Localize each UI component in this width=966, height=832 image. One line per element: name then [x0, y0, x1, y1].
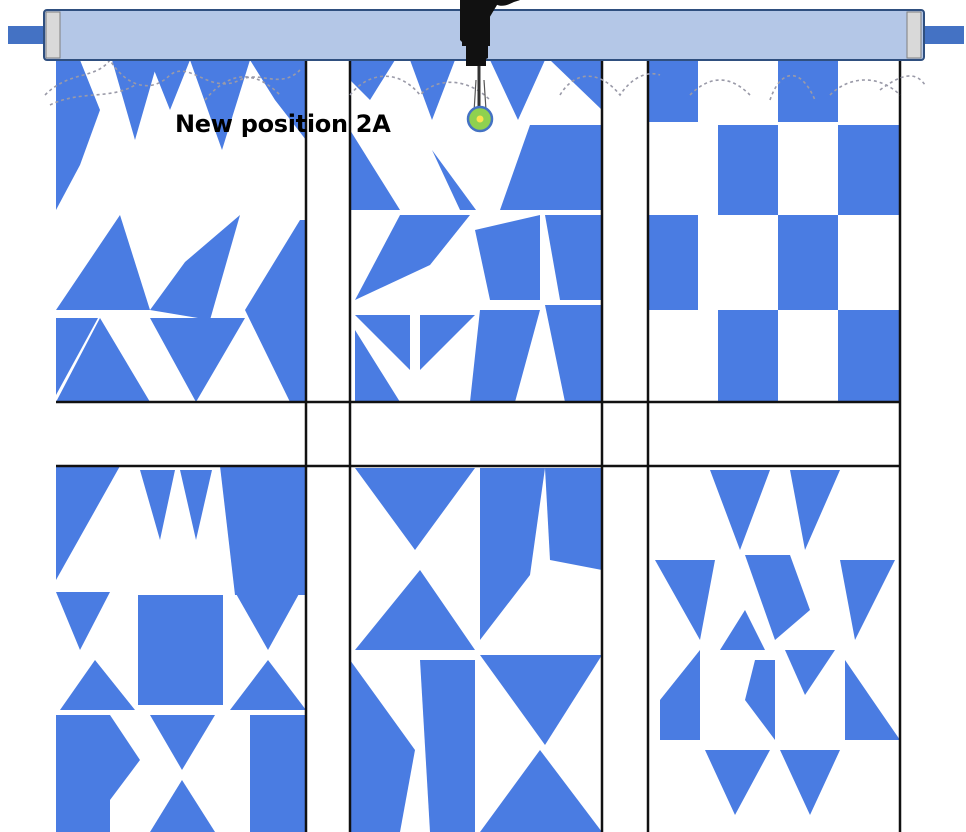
needle-position-marker-icon: [468, 107, 492, 131]
quilt-block-3: [648, 60, 900, 402]
position-label: New position 2A: [175, 110, 390, 138]
quilt-block-4: [56, 466, 306, 832]
quilt-block-6: [648, 466, 900, 832]
quilt-block-5: [350, 466, 602, 832]
